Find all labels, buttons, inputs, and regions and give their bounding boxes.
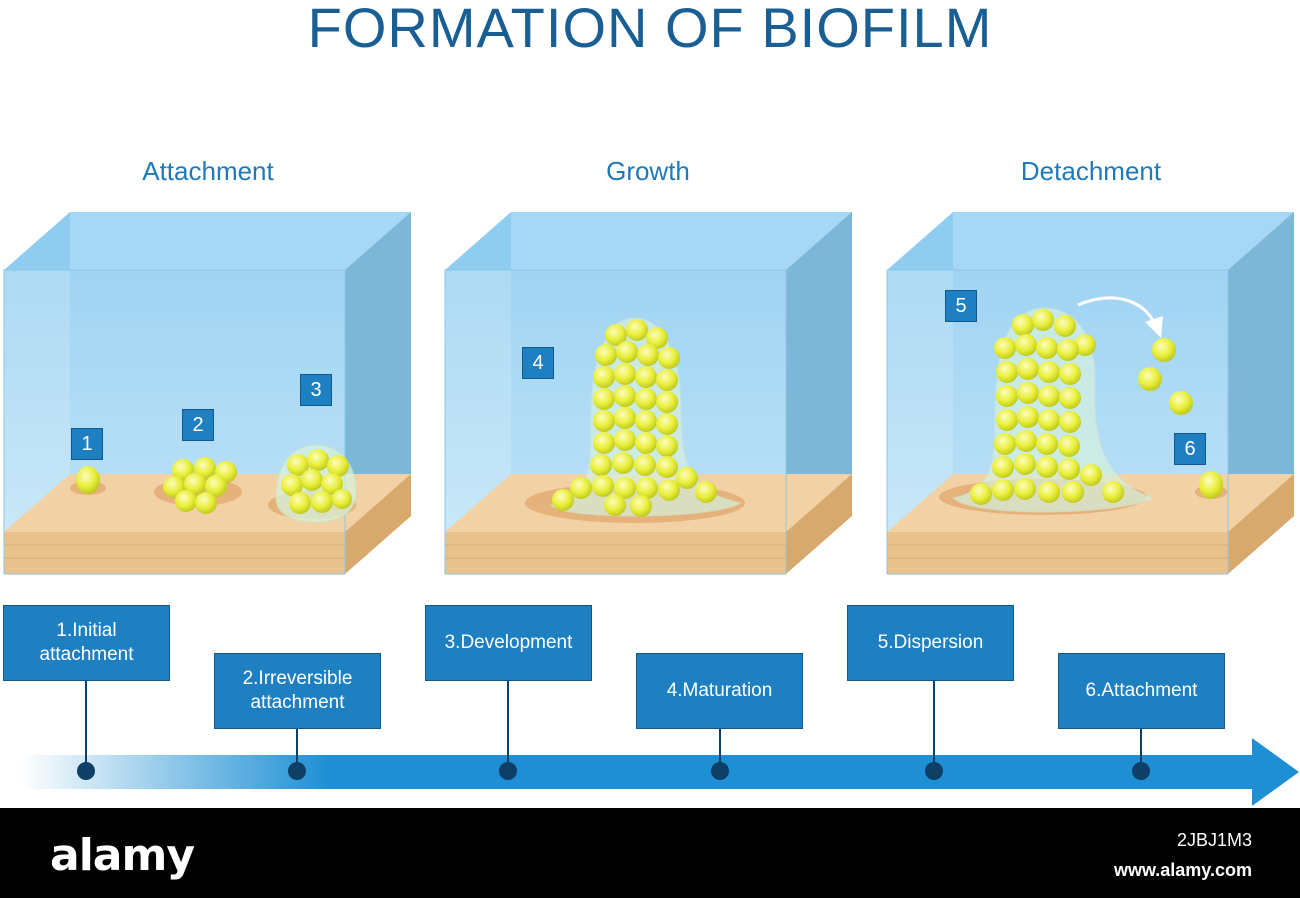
marker-5: 5 xyxy=(945,290,977,322)
cube-attachment xyxy=(3,211,412,575)
cube-detachment xyxy=(886,211,1295,575)
marker-6: 6 xyxy=(1174,433,1206,465)
single-bacterium xyxy=(76,466,100,494)
diagram-title: FORMATION OF BIOFILM xyxy=(307,0,993,59)
microcolony xyxy=(275,444,357,523)
timeline-dot-1 xyxy=(77,762,95,780)
timeline-dot-3 xyxy=(499,762,517,780)
stage-label-detachment: Detachment xyxy=(1020,156,1162,186)
step-box-dispersion: 5.Dispersion xyxy=(847,605,1014,681)
cube-growth xyxy=(444,211,853,575)
stage-label-attachment: Attachment xyxy=(142,156,274,186)
timeline-arrow-shaft xyxy=(20,755,1255,789)
footer-bar: alamy 2JBJ1M3 www.alamy.com xyxy=(0,808,1300,898)
bacteria-cluster-small xyxy=(163,457,237,514)
step-box-maturation: 4.Maturation xyxy=(636,653,803,729)
marker-1: 1 xyxy=(71,428,103,460)
marker-4: 4 xyxy=(522,347,554,379)
marker-3: 3 xyxy=(300,374,332,406)
step-box-attachment: 6.Attachment xyxy=(1058,653,1225,729)
timeline-dot-2 xyxy=(288,762,306,780)
timeline-dot-5 xyxy=(925,762,943,780)
released-cells xyxy=(1138,338,1223,499)
dispersing-biofilm-cells xyxy=(970,309,1124,505)
footer-image-id: 2JBJ1M3 xyxy=(1176,830,1252,850)
timeline-arrowhead xyxy=(1252,738,1299,806)
step-box-development: 3.Development xyxy=(425,605,592,681)
timeline-dot-4 xyxy=(711,762,729,780)
footer-url: www.alamy.com xyxy=(1113,860,1252,880)
step-box-irreversible-attachment: 2.Irreversible attachment xyxy=(214,653,381,729)
step-box-initial-attachment: 1.Initial attachment xyxy=(3,605,170,681)
stage-label-growth: Growth xyxy=(606,156,690,186)
dispersal-arrow xyxy=(1077,296,1157,326)
timeline xyxy=(20,680,1299,806)
marker-2: 2 xyxy=(182,409,214,441)
mature-biofilm-cells xyxy=(552,319,717,517)
footer-logo: alamy xyxy=(50,830,195,881)
timeline-dot-6 xyxy=(1132,762,1150,780)
